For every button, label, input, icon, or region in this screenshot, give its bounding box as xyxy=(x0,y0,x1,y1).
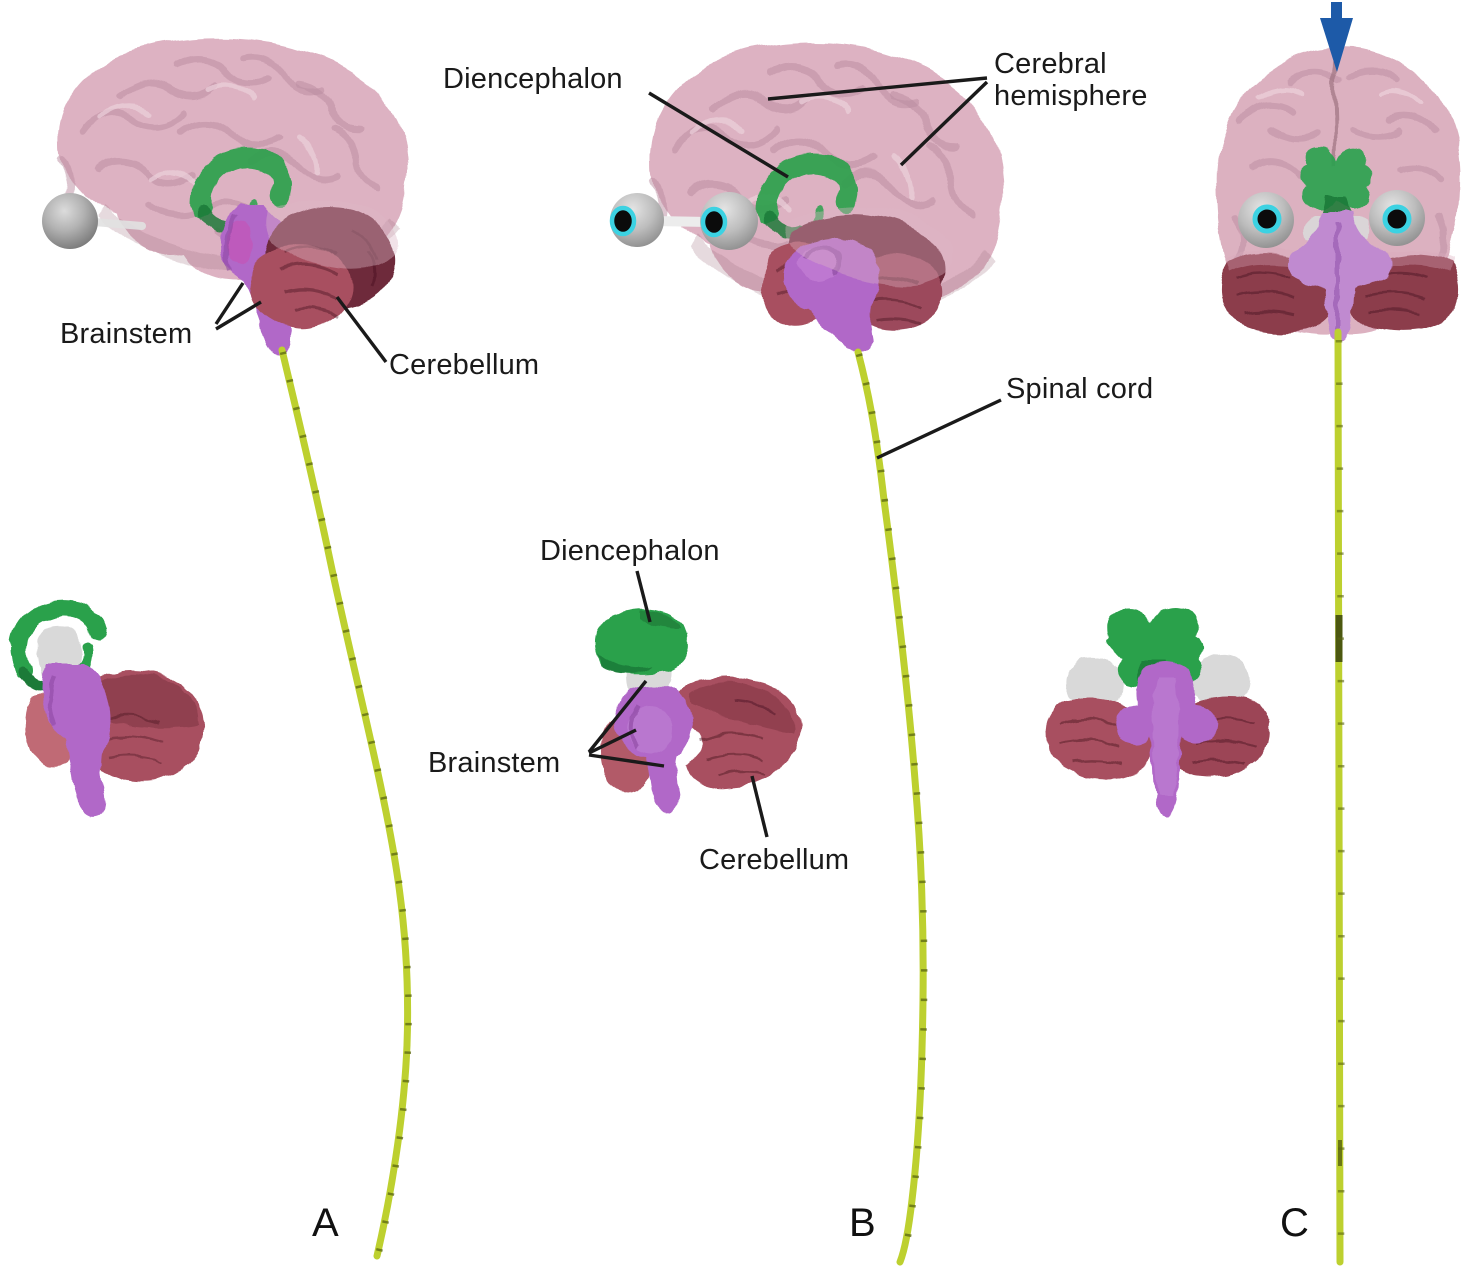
panel-b-brain xyxy=(609,42,1003,1266)
panel-letter-c: C xyxy=(1280,1201,1309,1245)
label-b-cerebral-hemisphere: Cerebral hemisphere xyxy=(994,48,1148,113)
panel-letter-a: A xyxy=(312,1201,339,1245)
label-a-cerebellum: Cerebellum xyxy=(389,349,540,381)
panel-c-left-eye xyxy=(1238,192,1294,248)
leader-b-spinal-cord xyxy=(876,398,1002,460)
leader-b-brainstem-2 xyxy=(588,728,637,755)
leader-a-brainstem-1 xyxy=(214,282,245,325)
leader-b-diencephalon-top xyxy=(648,91,789,179)
panel-c-brainstem xyxy=(1288,212,1390,342)
panel-b-spinal-cord xyxy=(854,348,928,1266)
panel-a-brain xyxy=(42,38,412,1260)
panel-b-isolated-diencephalon xyxy=(595,609,689,675)
label-b-diencephalon-top: Diencephalon xyxy=(443,63,623,95)
panel-c-right-eye xyxy=(1369,190,1425,246)
panel-b-left-eye xyxy=(609,193,664,247)
panel-b-isolated-brainstem-model xyxy=(595,609,802,814)
blue-down-arrow-icon xyxy=(1320,2,1353,72)
leader-b-cerebral-hemisphere-1 xyxy=(767,76,988,101)
leader-b-brainstem-1 xyxy=(587,679,648,754)
panel-a-optic-nerve xyxy=(90,218,146,230)
label-a-brainstem: Brainstem xyxy=(60,318,193,350)
leader-lines xyxy=(214,76,1002,838)
panel-c-spinal-cord xyxy=(1334,328,1345,1266)
label-b-diencephalon-bottom: Diencephalon xyxy=(540,535,720,567)
leader-a-brainstem-2 xyxy=(215,300,262,331)
label-b-spinal-cord: Spinal cord xyxy=(1006,373,1154,405)
leader-a-cerebellum xyxy=(335,295,388,364)
label-b-brainstem: Brainstem xyxy=(428,747,561,779)
panel-a-isolated-brainstem-model xyxy=(9,599,205,817)
leader-b-cerebellum xyxy=(750,775,769,838)
panel-b-hemisphere-overlap-wash xyxy=(786,207,954,285)
panel-a-spinal-cord xyxy=(278,346,412,1260)
leader-b-diencephalon-bottom xyxy=(635,570,652,623)
panel-a-eye xyxy=(42,193,98,249)
leader-b-cerebral-hemisphere-2 xyxy=(899,80,989,167)
panel-c-brain xyxy=(1215,2,1461,1266)
panel-b-right-eye xyxy=(700,192,758,250)
label-b-cerebellum: Cerebellum xyxy=(699,844,850,876)
panel-c-midline-sulcus xyxy=(1333,51,1338,166)
panel-a-hemisphere-overlap-wash xyxy=(265,200,397,270)
panel-letter-b: B xyxy=(849,1201,876,1245)
leader-b-brainstem-3 xyxy=(588,753,665,768)
panel-c-isolated-brainstem-model xyxy=(1045,608,1271,816)
